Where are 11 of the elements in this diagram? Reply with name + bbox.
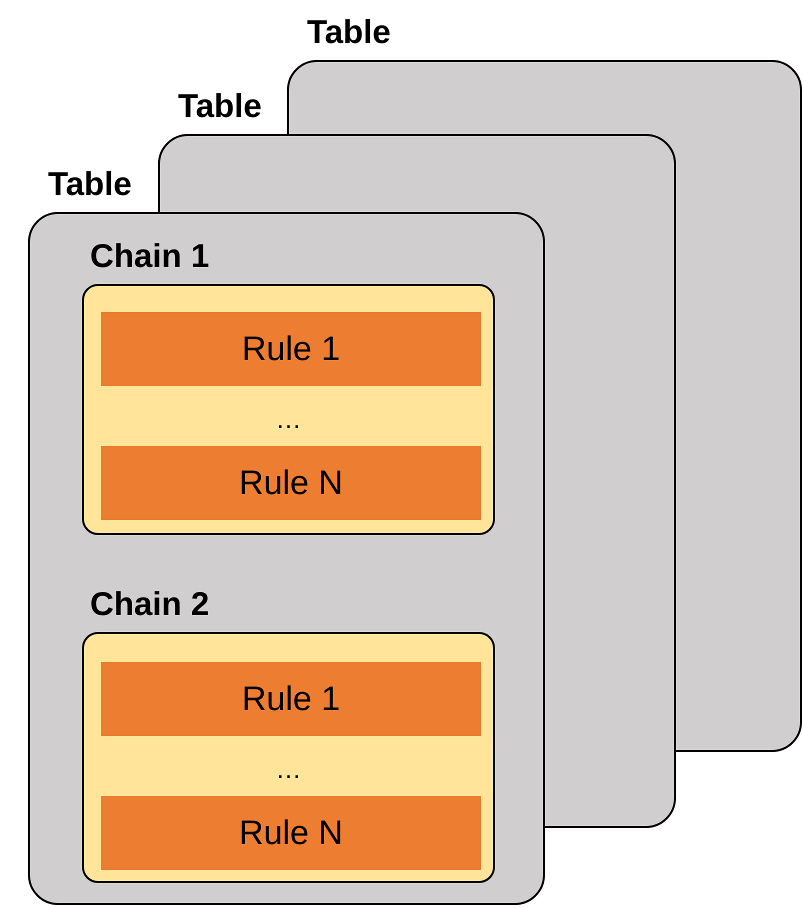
- rule-bar: Rule 1: [101, 662, 481, 736]
- ellipsis-text: …: [274, 754, 302, 784]
- table-heading: Table: [178, 86, 262, 126]
- ellipsis-text: …: [274, 404, 302, 434]
- chain-heading: Chain 1: [90, 236, 210, 276]
- rule-bar: Rule N: [101, 446, 481, 520]
- rule-bar: Rule 1: [101, 312, 481, 386]
- table-heading: Table: [48, 164, 132, 204]
- chain-heading: Chain 2: [90, 584, 210, 624]
- table-heading: Table: [307, 12, 391, 52]
- rule-bar: Rule N: [101, 796, 481, 870]
